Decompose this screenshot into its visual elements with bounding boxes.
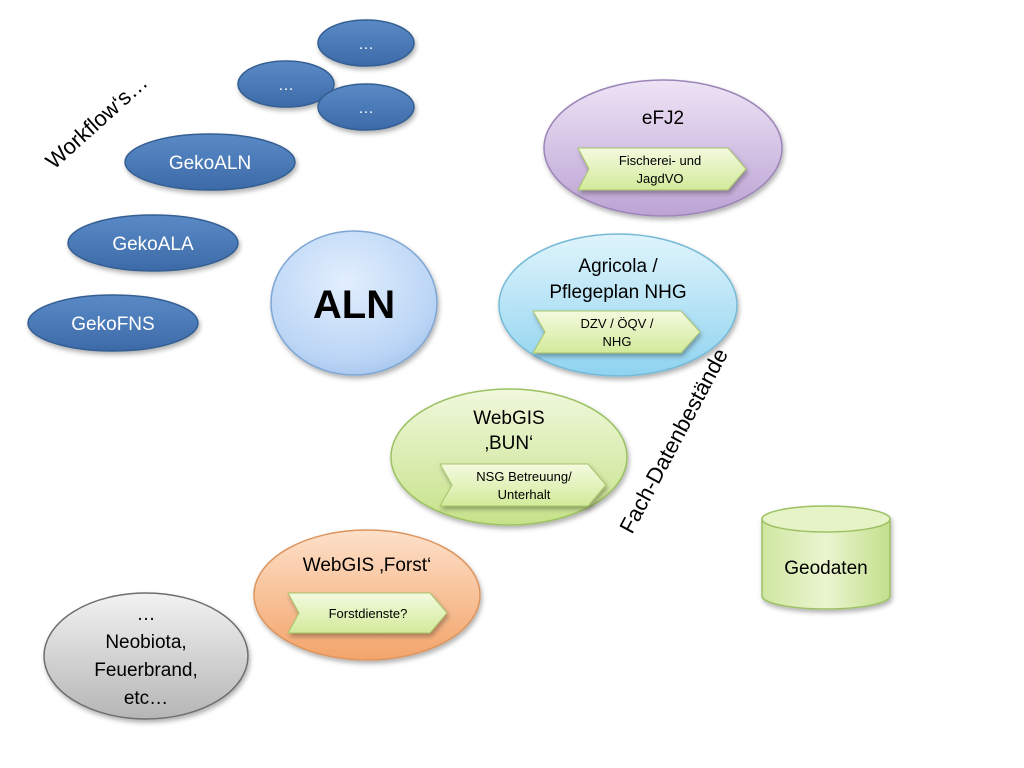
bubble-dots-right-label: …: [358, 100, 374, 117]
webgis-bun-tag-line2: Unterhalt: [498, 487, 551, 502]
geodaten-label: Geodaten: [784, 558, 867, 579]
bubble-dots-left-label: …: [278, 77, 294, 94]
agricola-tag-line1: DZV / ÖQV /: [581, 316, 654, 331]
agricola-tag-line2: NHG: [603, 334, 632, 349]
aln-label: ALN: [313, 283, 395, 327]
agricola-title-line1: Agricola /: [578, 256, 658, 277]
bubble-gekofns-label: GekoFNS: [71, 314, 154, 335]
efj2-tag-line2: JagdVO: [637, 171, 684, 186]
efj2-title: eFJ2: [642, 108, 684, 129]
other-line1: …: [137, 604, 156, 625]
bubble-gekoala: GekoALA: [67, 214, 239, 272]
webgis-bun-title-line1: WebGIS: [473, 408, 544, 429]
geodaten-cylinder: Geodaten: [761, 505, 891, 610]
other-line2: Neobiota,: [105, 632, 186, 653]
agricola-title-line2: Pflegeplan NHG: [549, 282, 686, 303]
bubble-gekoala-label: GekoALA: [112, 234, 194, 255]
webgis-bun-tag-line1: NSG Betreuung/: [476, 469, 572, 484]
aln-node: ALN: [270, 230, 438, 376]
bubble-dots-right: …: [317, 83, 415, 131]
webgis-forst-tag-label: Forstdienste?: [329, 606, 408, 621]
webgis-bun-tag: NSG Betreuung/ Unterhalt: [439, 463, 607, 507]
agricola-node: Agricola / Pflegeplan NHG: [498, 233, 738, 377]
efj2-tag-line1: Fischerei- und: [619, 153, 701, 168]
bubble-gekoaln-label: GekoALN: [169, 153, 251, 174]
webgis-bun-title-line2: ‚BUN‘: [485, 433, 534, 454]
bubble-dots-left: …: [237, 60, 335, 108]
other-line4: etc…: [124, 688, 168, 709]
webgis-forst-title: WebGIS ‚Forst‘: [303, 555, 431, 576]
other-node: … Neobiota, Feuerbrand, etc…: [43, 592, 249, 720]
bubble-gekofns: GekoFNS: [27, 294, 199, 352]
bubble-gekoaln: GekoALN: [124, 133, 296, 191]
other-line3: Feuerbrand,: [94, 660, 198, 681]
webgis-forst-tag: Forstdienste?: [287, 592, 448, 634]
agricola-tag: DZV / ÖQV / NHG: [532, 310, 701, 354]
efj2-tag: Fischerei- und JagdVO: [577, 147, 747, 191]
bubble-dots-top-label: …: [358, 36, 374, 53]
bubble-dots-top: …: [317, 19, 415, 67]
